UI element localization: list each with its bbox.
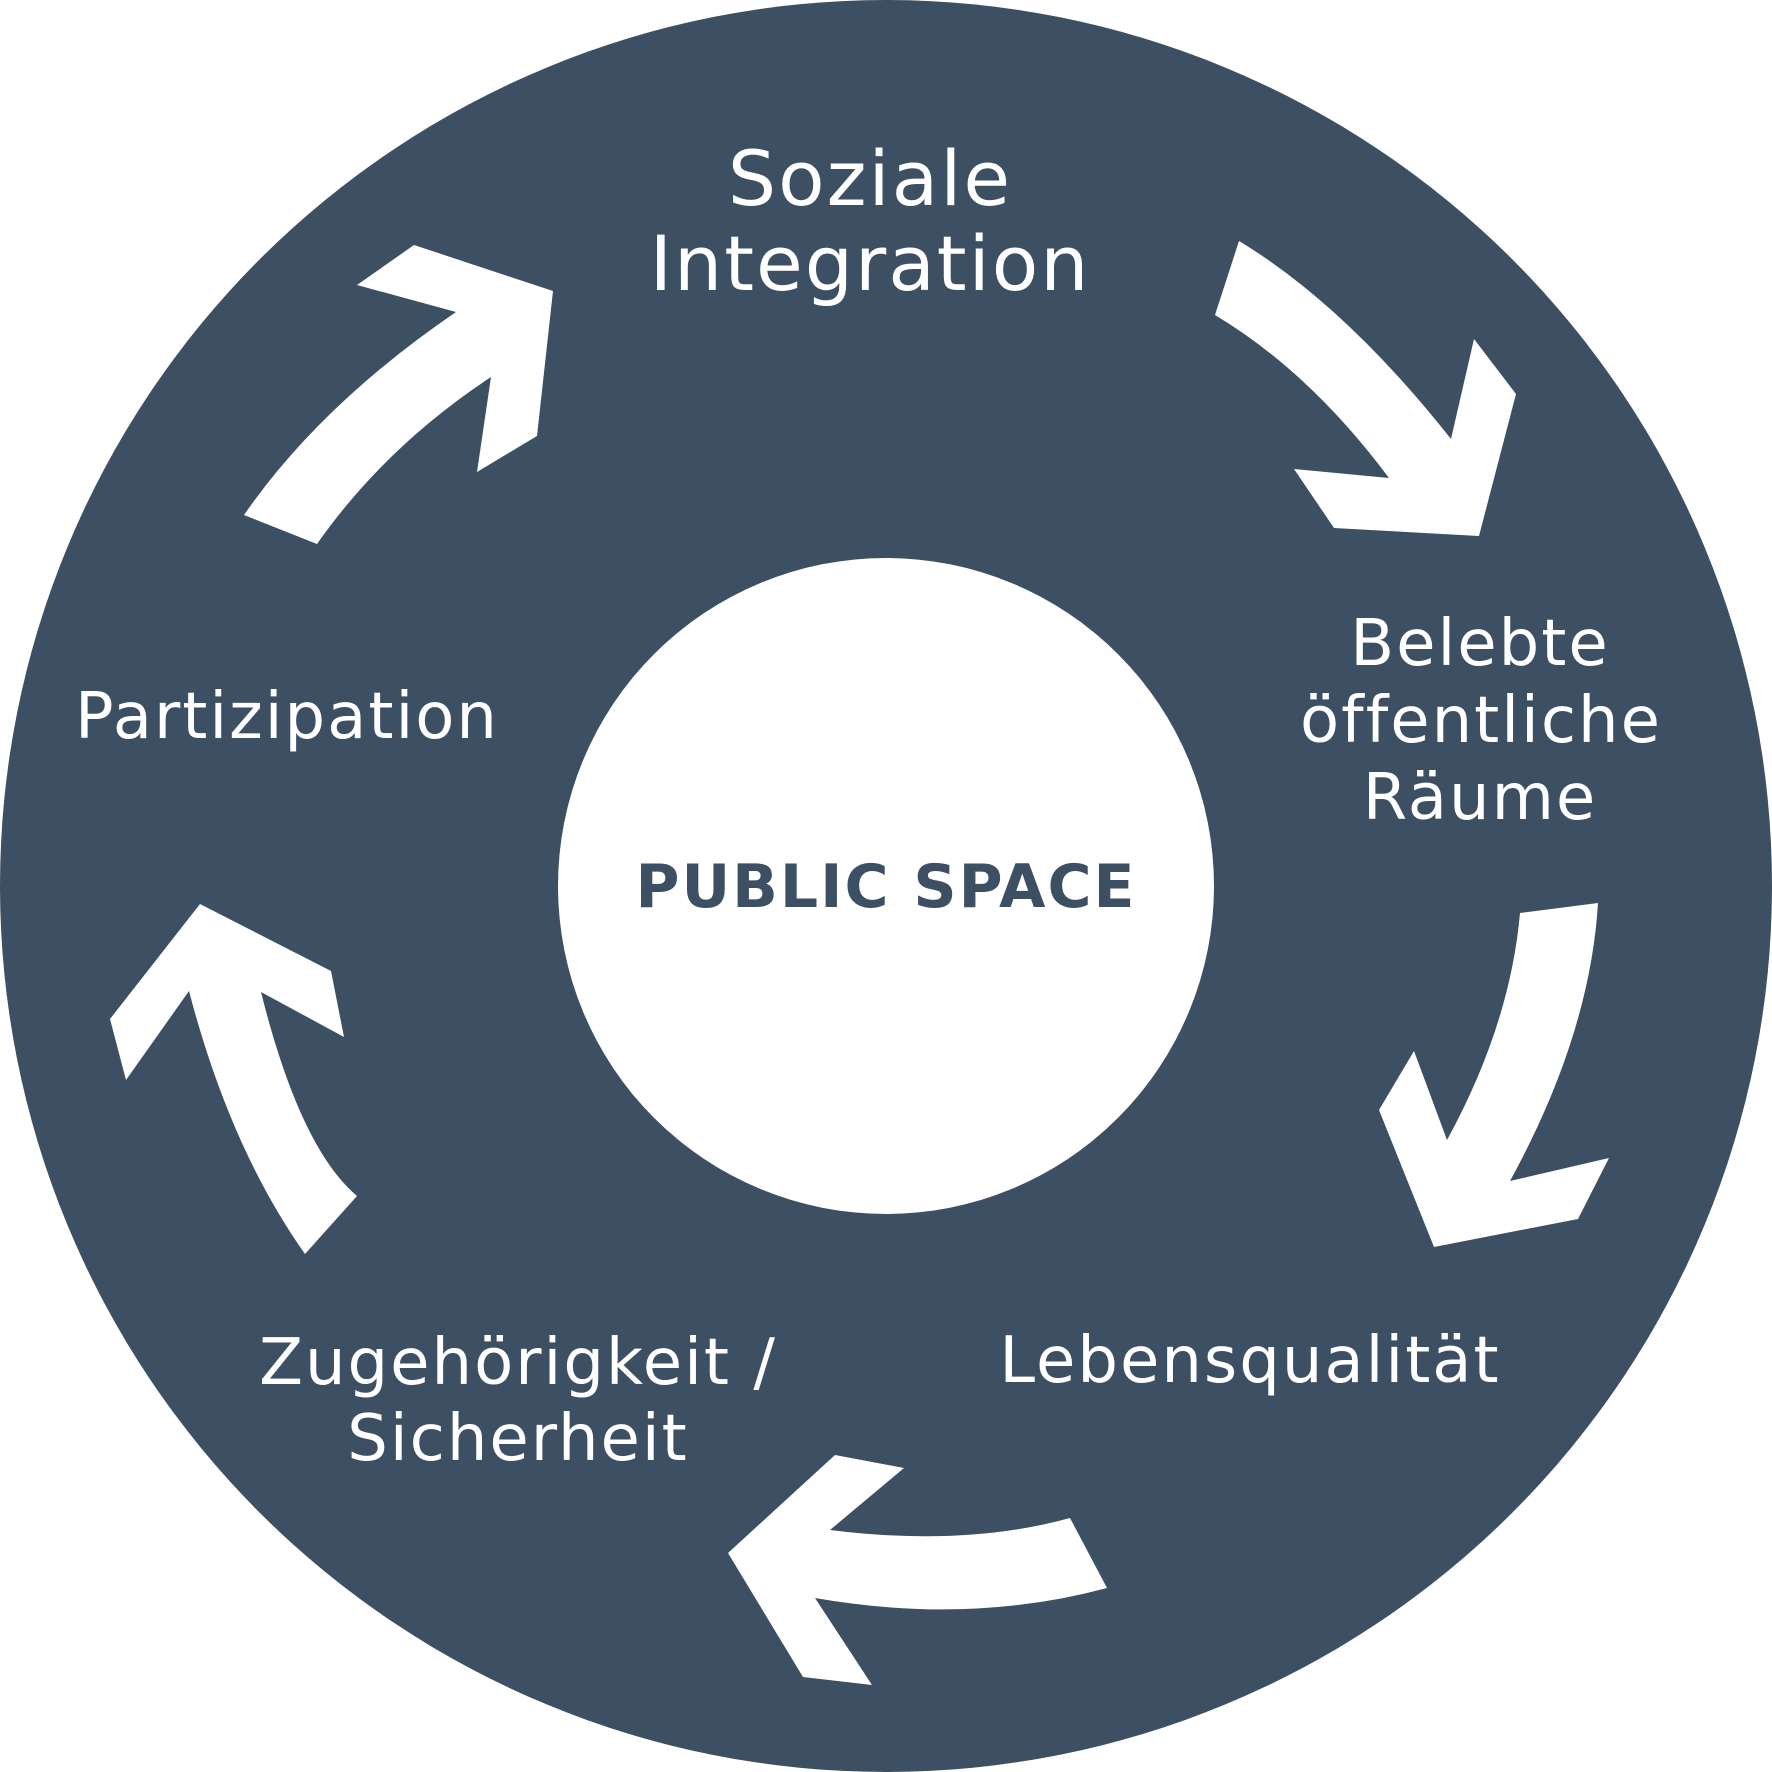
- node-label-line: Lebensqualität: [999, 1324, 1501, 1398]
- node-label-line: Räume: [1362, 760, 1598, 835]
- node-label-line: öffentliche: [1300, 683, 1662, 758]
- node-belebte-oeffentliche-raeume: Belebte öffentliche Räume: [1300, 606, 1660, 836]
- arrow-belebte-raeume-to-lebensqualitaet: [1379, 903, 1609, 1247]
- hub-circle: [558, 558, 1214, 1214]
- arrow-soziale-integration-to-belebte-raeume: [1215, 241, 1516, 536]
- arrow-zugehoerigkeit-to-partizipation: [110, 904, 357, 1254]
- hub-title: PUBLIC SPACE: [635, 852, 1137, 922]
- node-label-line: Integration: [649, 219, 1091, 309]
- node-label-line: Soziale: [727, 134, 1013, 223]
- arrow-lebensqualitaet-to-zugehoerigkeit: [728, 1455, 1107, 1685]
- node-zugehoerigkeit-sicherheit: Zugehörigkeit / Sicherheit: [248, 1326, 788, 1477]
- node-label-line: Partizipation: [75, 680, 499, 754]
- node-label-line: Sicherheit: [347, 1401, 689, 1476]
- arrow-partizipation-to-soziale-integration: [244, 245, 553, 544]
- node-soziale-integration: Soziale Integration: [600, 136, 1140, 306]
- node-lebensqualitaet: Lebensqualität: [990, 1324, 1510, 1398]
- node-label-line: Zugehörigkeit /: [259, 1326, 777, 1400]
- node-partizipation: Partizipation: [72, 680, 502, 754]
- node-label-line: Belebte: [1350, 607, 1610, 681]
